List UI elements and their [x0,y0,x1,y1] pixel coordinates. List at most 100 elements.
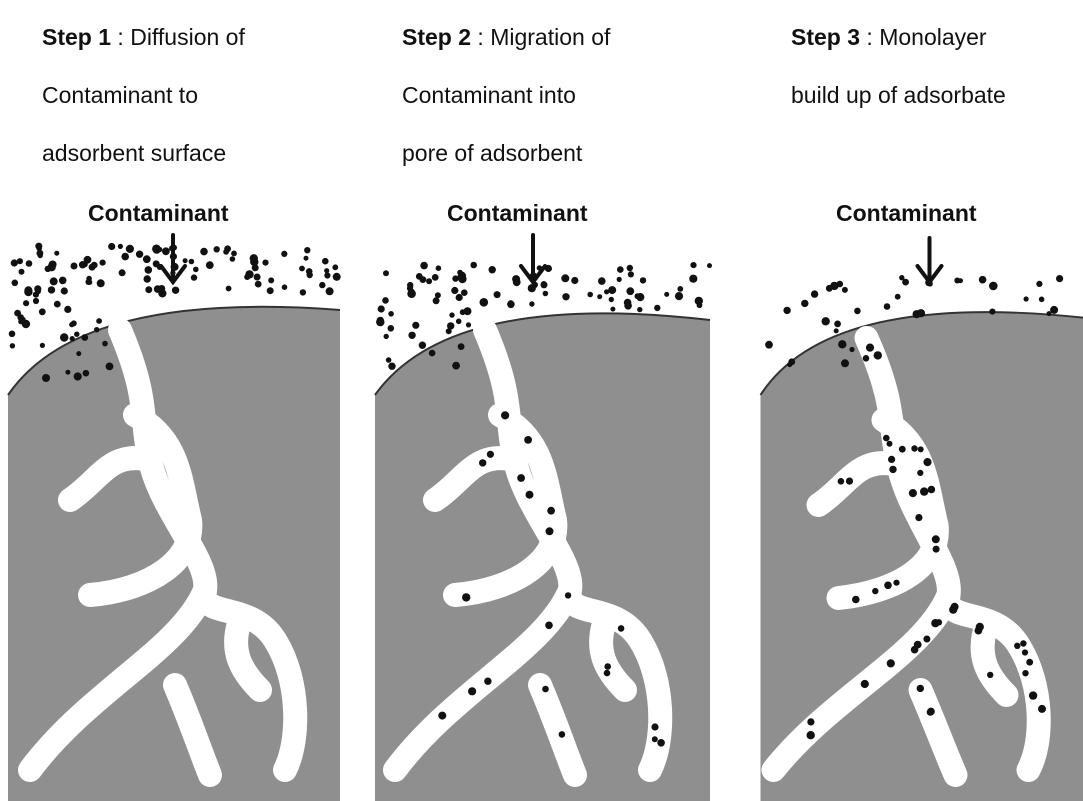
contaminant-particle [412,322,419,329]
contaminant-particle [420,262,428,270]
contaminant-particle [145,286,152,293]
contaminant-particle [651,723,658,730]
step2-caption: Step 2 : Migration of Contaminant into p… [402,8,732,182]
contaminant-particle [458,275,466,283]
contaminant-particle [1014,643,1020,649]
contaminant-particle [893,580,899,586]
step1-arrow [161,235,185,282]
step1-contaminant-label: Contaminant [88,200,229,227]
contaminant-particle [9,331,16,338]
contaminant-particle [50,277,58,285]
contaminant-particle [617,266,624,273]
contaminant-particle [517,474,525,482]
step3-title-line2: build up of adsorbate [791,66,1083,124]
contaminant-particle [889,466,896,473]
contaminant-particle [565,592,571,598]
contaminant-particle [547,507,555,515]
contaminant-particle [529,301,534,306]
contaminant-particle [689,275,697,283]
contaminant-particle [71,320,77,326]
contaminant-particle [83,262,88,267]
contaminant-particle [1039,297,1045,303]
contaminant-particle [690,262,696,268]
contaminant-particle [457,270,463,276]
contaminant-particle [252,264,259,271]
contaminant-particle [121,253,129,261]
contaminant-particle [96,318,102,324]
contaminant-particle [94,327,99,332]
contaminant-particle [887,659,895,667]
contaminant-particle [542,686,549,693]
contaminant-particle [97,279,105,287]
contaminant-particle [48,286,55,293]
contaminant-particle [501,411,509,419]
contaminant-particle [11,259,18,266]
contaminant-particle [462,593,470,601]
contaminant-particle [231,251,237,257]
contaminant-particle [230,256,236,262]
contaminant-particle [26,260,33,267]
contaminant-particle [838,478,845,485]
contaminant-particle [541,281,548,288]
contaminant-particle [787,362,792,367]
contaminant-particle [915,514,922,521]
contaminant-particle [637,307,642,312]
step3-title-line1: Monolayer [879,24,986,50]
contaminant-particle [388,325,395,332]
contaminant-particle [598,277,606,285]
contaminant-particle [1022,670,1028,676]
contaminant-particle [324,272,330,278]
contaminant-particle [918,446,924,452]
contaminant-particle [975,627,983,635]
step1-title-line3: adsorbent surface [42,124,372,182]
contaminant-particle [38,253,43,258]
contaminant-particle [153,260,160,267]
contaminant-particle [932,535,940,543]
contaminant-particle [144,275,151,282]
contaminant-particle [1029,691,1037,699]
contaminant-particle [888,456,895,463]
contaminant-particle [597,294,602,299]
contaminant-particle [451,287,458,294]
contaminant-particle [108,243,115,250]
contaminant-particle [920,487,928,495]
contaminant-particle [300,289,306,295]
contaminant-particle [452,362,460,370]
contaminant-particle [456,294,463,301]
contaminant-particle [872,588,878,594]
step2-title-line2: Contaminant into [402,66,732,124]
step2-label: Step 2 [402,24,471,50]
contaminant-particle [697,302,703,308]
contaminant-particle [449,312,454,317]
contaminant-particle [884,303,891,310]
contaminant-particle [561,274,569,282]
contaminant-particle [432,274,439,281]
contaminant-particle [468,687,476,695]
contaminant-particle [81,334,88,341]
contaminant-particle [604,663,611,670]
contaminant-particle [281,251,287,257]
contaminant-particle [507,301,515,309]
contaminant-particle [435,292,441,298]
contaminant-particle [378,305,385,312]
contaminant-particle [14,310,21,317]
contaminant-particle [214,246,220,252]
contaminant-particle [837,281,844,288]
step3-diagram [740,230,1083,801]
contaminant-particle [524,436,532,444]
contaminant-particle [559,731,566,738]
contaminant-particle [193,267,199,273]
contaminant-particle [849,347,854,352]
contaminant-particle [627,265,633,271]
contaminant-particle [887,441,893,447]
contaminant-particle [618,625,625,632]
contaminant-particle [914,641,922,649]
contaminant-particle [923,636,930,643]
contaminant-particle [494,291,501,298]
contaminant-particle [571,277,578,284]
contaminant-particle [70,336,75,341]
contaminant-particle [1026,659,1033,666]
contaminant-particle [917,470,923,476]
step1-title-line2: Contaminant to [42,66,372,124]
contaminant-particle [388,363,395,370]
